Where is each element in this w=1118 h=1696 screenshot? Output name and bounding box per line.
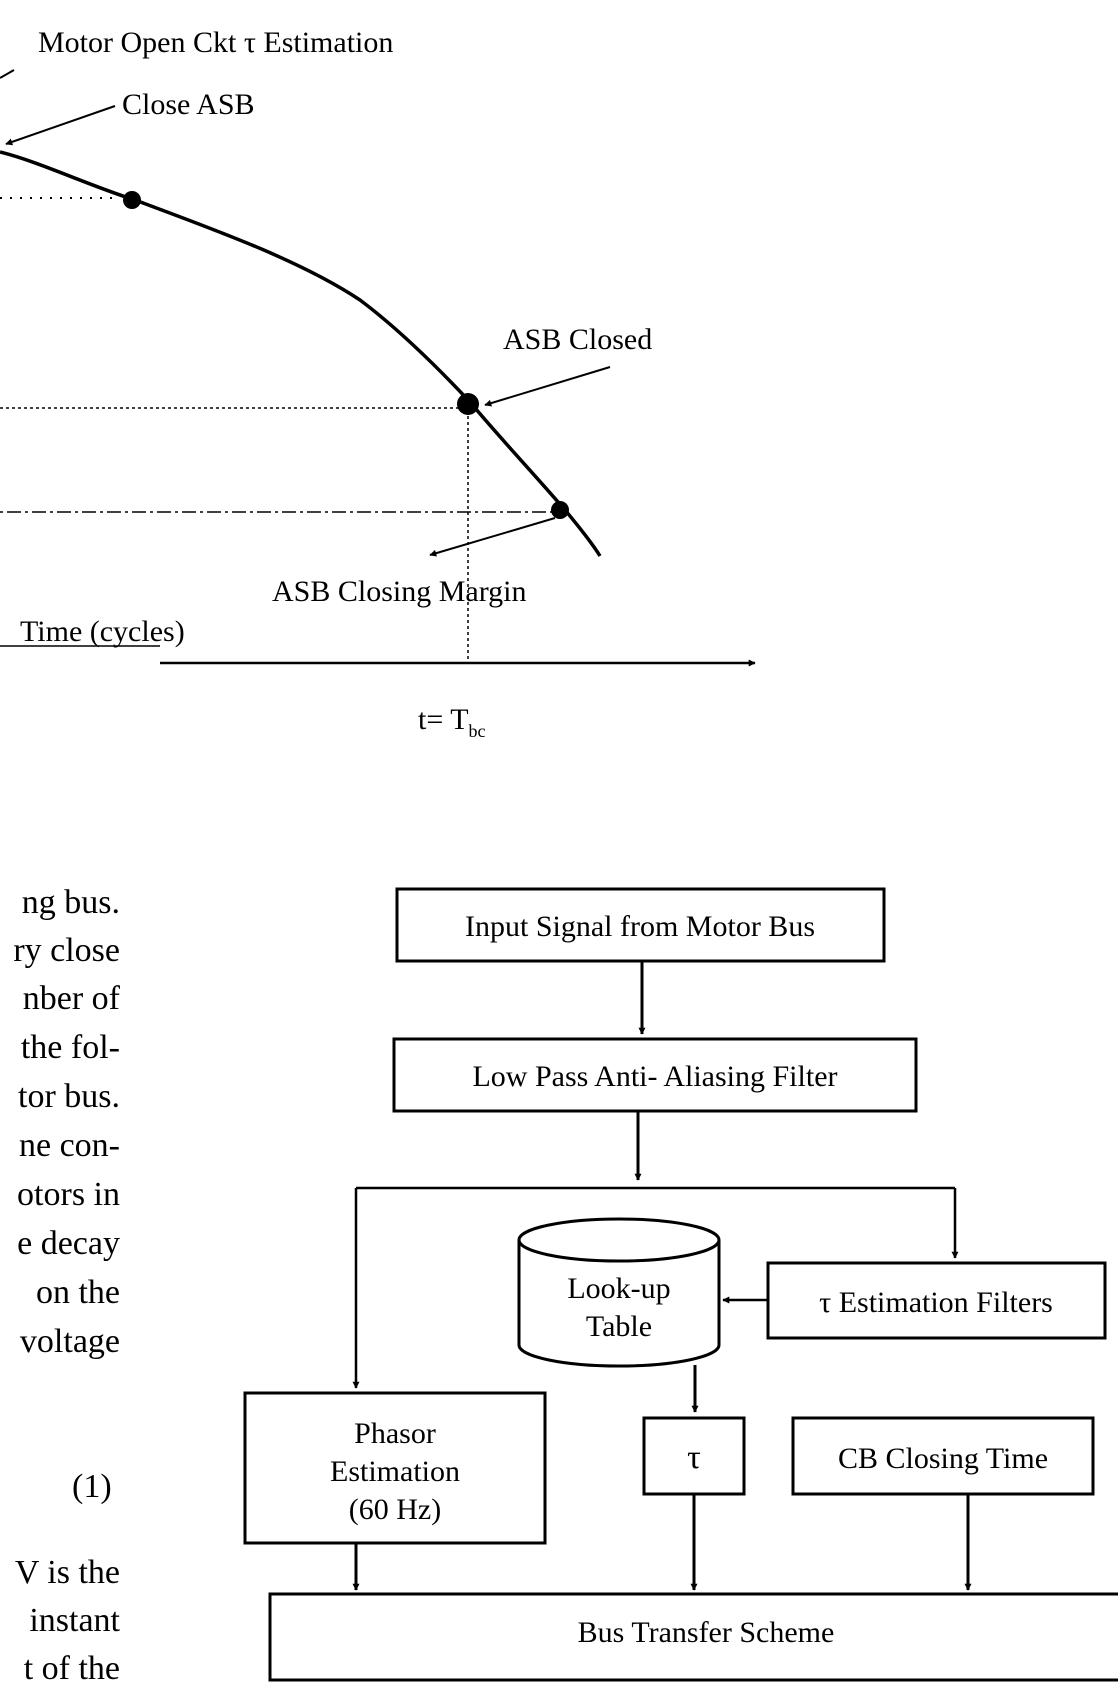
phasor-label-2: Estimation: [330, 1455, 460, 1488]
body-text-line: on the: [35, 1274, 120, 1311]
lookup-table-label-1: Look-up: [567, 1272, 670, 1305]
close-asb-arrow: [5, 105, 116, 146]
body-text-line: the fol-: [20, 1029, 120, 1066]
closing-margin-label: ASB Closing Margin: [272, 575, 527, 608]
asb-closed-label: ASB Closed: [503, 323, 652, 356]
body-text-line: instant: [29, 1602, 120, 1639]
body-text-line: ry close: [13, 932, 120, 969]
cb-closing-box: [791, 1416, 1095, 1496]
bus-transfer-box: [268, 1592, 1118, 1682]
body-text-line: voltage: [19, 1323, 120, 1360]
time-axis-label: Time (cycles): [20, 615, 185, 648]
tau-box: [642, 1416, 746, 1496]
margin-point: [551, 501, 569, 519]
closing-margin-arrow: [429, 517, 556, 557]
equation-number: (1): [72, 1468, 112, 1505]
bus-transfer-label: Bus Transfer Scheme: [578, 1616, 835, 1649]
body-text-line: V is the: [14, 1554, 120, 1591]
block-diagram: Input Signal from Motor Bus Low Pass Ant…: [243, 887, 1118, 1682]
phasor-label-1: Phasor: [354, 1417, 436, 1450]
body-text-line: t of the: [23, 1650, 120, 1687]
tau-filters-label: τ Estimation Filters: [819, 1286, 1053, 1319]
lookup-table-label-2: Table: [586, 1310, 652, 1343]
tau-label: τ: [687, 1439, 701, 1476]
closed-point: [457, 393, 479, 415]
input-signal-box: [395, 887, 886, 963]
low-pass-filter-box: [392, 1037, 918, 1113]
body-text-line: ne con-: [18, 1127, 120, 1164]
cb-closing-label: CB Closing Time: [838, 1442, 1048, 1475]
input-signal-label: Input Signal from Motor Bus: [465, 910, 815, 943]
low-pass-filter-label: Low Pass Anti- Aliasing Filter: [472, 1060, 837, 1093]
tau-filters-box: [766, 1261, 1107, 1340]
decay-plot: Motor Open Ckt τ Estimation Close ASB AS…: [0, 26, 756, 741]
body-text-line: nber of: [22, 980, 120, 1017]
phasor-label-3: (60 Hz): [349, 1493, 441, 1526]
body-text-line: ng bus.: [21, 884, 120, 921]
lookup-table-cylinder: [517, 1217, 721, 1368]
asb-closed-arrow: [484, 366, 611, 407]
title-leader: [0, 69, 15, 79]
plot-title: Motor Open Ckt τ Estimation: [38, 26, 393, 59]
body-text-line: tor bus.: [18, 1078, 120, 1115]
close-asb-label: Close ASB: [122, 88, 255, 121]
close-point: [123, 191, 141, 209]
tbc-label: t= Tbc: [418, 703, 486, 741]
body-text-line: e decay: [17, 1225, 120, 1262]
body-text-line: otors in: [17, 1176, 120, 1213]
phasor-estimation-box: [243, 1391, 547, 1545]
